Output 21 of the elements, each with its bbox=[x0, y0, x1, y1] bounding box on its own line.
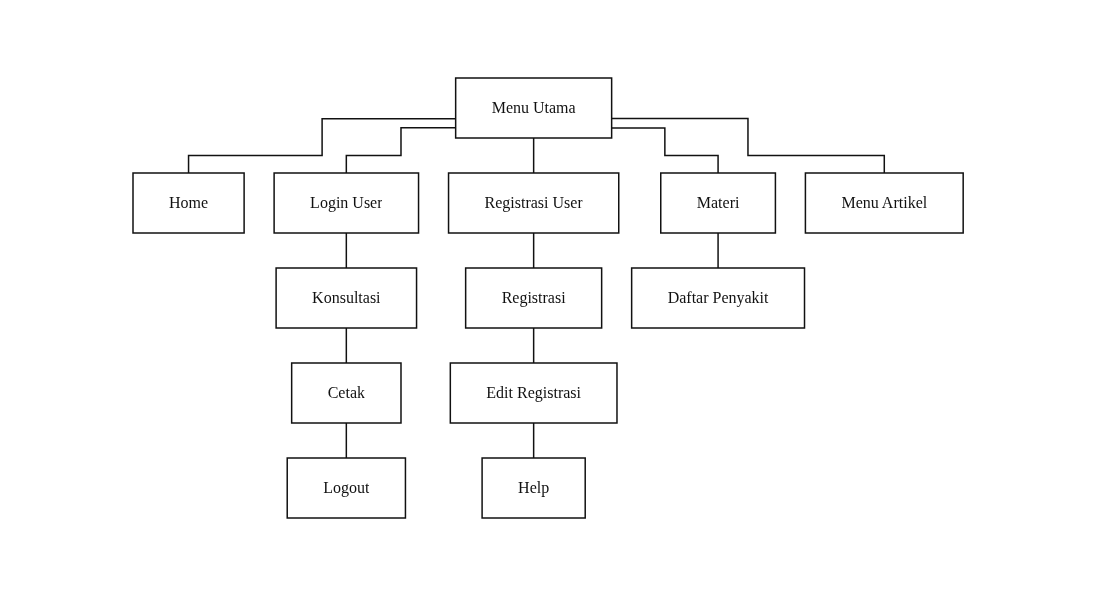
node-box: Registrasi bbox=[464, 266, 603, 329]
connector bbox=[345, 421, 347, 459]
node-box: Menu Artikel bbox=[804, 171, 964, 234]
node-box: Help bbox=[481, 456, 586, 519]
node-box: Home bbox=[132, 171, 245, 234]
connector bbox=[532, 136, 535, 174]
node-box: Daftar Penyakit bbox=[630, 266, 806, 329]
node-box: Menu Utama bbox=[454, 76, 613, 139]
node-box: Edit Registrasi bbox=[449, 361, 618, 424]
node-box: Cetak bbox=[290, 361, 402, 424]
connector bbox=[532, 231, 535, 269]
connector bbox=[345, 231, 347, 269]
node-box: Login User bbox=[273, 171, 420, 234]
connector bbox=[717, 231, 719, 269]
node-box: Materi bbox=[659, 171, 777, 234]
node-box: Konsultasi bbox=[275, 266, 418, 329]
connector bbox=[532, 326, 535, 364]
connector bbox=[345, 326, 347, 364]
connector bbox=[532, 421, 535, 459]
node-box: Registrasi User bbox=[447, 171, 620, 234]
node-box: Logout bbox=[286, 456, 407, 519]
